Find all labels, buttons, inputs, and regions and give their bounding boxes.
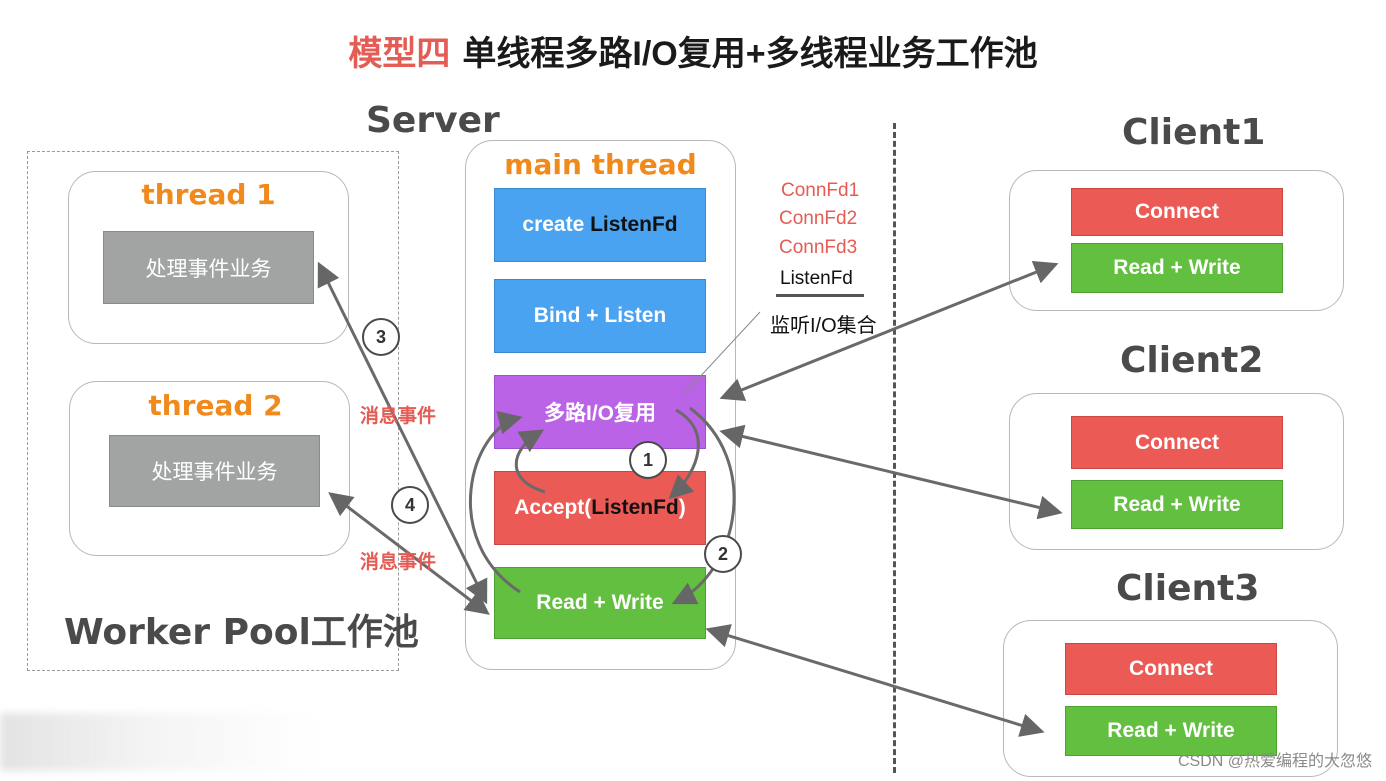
title-main: 单线程多路I/O复用+多线程业务工作池 xyxy=(462,35,1038,73)
server-read-write-box: Read + Write xyxy=(494,567,706,639)
create-listenfd-text: ListenFd xyxy=(590,213,678,236)
thread-2-label: thread 2 xyxy=(148,389,283,422)
arrow-multiplex-client2 xyxy=(719,424,1063,520)
client2-read-write-box: Read + Write xyxy=(1071,480,1283,529)
server-label: Server xyxy=(366,100,500,141)
step-2-badge: 2 xyxy=(704,535,742,573)
bind-listen-box: Bind + Listen xyxy=(494,279,706,353)
message-event-label-1: 消息事件 xyxy=(360,406,437,427)
fdset-connfd1: ConnFd1 xyxy=(781,180,860,201)
arrow-multiplex-client1 xyxy=(719,260,1059,402)
main-thread-label: main thread xyxy=(504,148,697,181)
step-3-badge: 3 xyxy=(362,318,400,356)
client2-label: Client2 xyxy=(1120,340,1264,381)
accept-listenfd-text: ListenFd xyxy=(591,496,679,519)
arrow-accept-multiplex xyxy=(514,429,546,494)
title-prefix: 模型四 xyxy=(348,35,451,73)
step-1-badge: 1 xyxy=(629,441,667,479)
watermark: CSDN @热爱编程的大忽悠 xyxy=(1177,753,1372,770)
fdset-connfd2: ConnFd2 xyxy=(779,208,858,229)
step-4-badge: 4 xyxy=(391,486,429,524)
message-event-label-2: 消息事件 xyxy=(360,552,437,573)
client3-read-write-box: Read + Write xyxy=(1065,706,1277,756)
client3-connect-box: Connect xyxy=(1065,643,1277,695)
arrow-thread2-rw xyxy=(328,492,490,615)
client1-connect-box: Connect xyxy=(1071,188,1283,236)
thread-1-task: 处理事件业务 xyxy=(103,231,314,304)
thread-1-label: thread 1 xyxy=(141,178,276,211)
client2-connect-box: Connect xyxy=(1071,416,1283,469)
arrow-rw-multiplex xyxy=(469,411,523,594)
accept-text: Accept( xyxy=(514,496,592,519)
create-text: create xyxy=(522,213,591,236)
arrow-step1-multiplex-accept xyxy=(668,408,700,500)
arrow-rw-client3 xyxy=(705,624,1045,737)
fdset-connfd3: ConnFd3 xyxy=(779,237,858,258)
client1-label: Client1 xyxy=(1122,112,1266,153)
page-title: 模型四单线程多路I/O复用+多线程业务工作池 xyxy=(0,26,1386,75)
create-listenfd-box: create ListenFd xyxy=(494,188,706,262)
thread-2-task: 处理事件业务 xyxy=(109,435,320,507)
client3-label: Client3 xyxy=(1116,568,1260,609)
blurred-strip xyxy=(0,713,320,771)
worker-pool-label: Worker Pool工作池 xyxy=(64,612,419,653)
arrow-step2-multiplex-rw xyxy=(671,406,736,605)
accept-close-paren: ) xyxy=(678,496,686,519)
fdset-leader-line xyxy=(683,311,761,395)
client1-read-write-box: Read + Write xyxy=(1071,243,1283,293)
